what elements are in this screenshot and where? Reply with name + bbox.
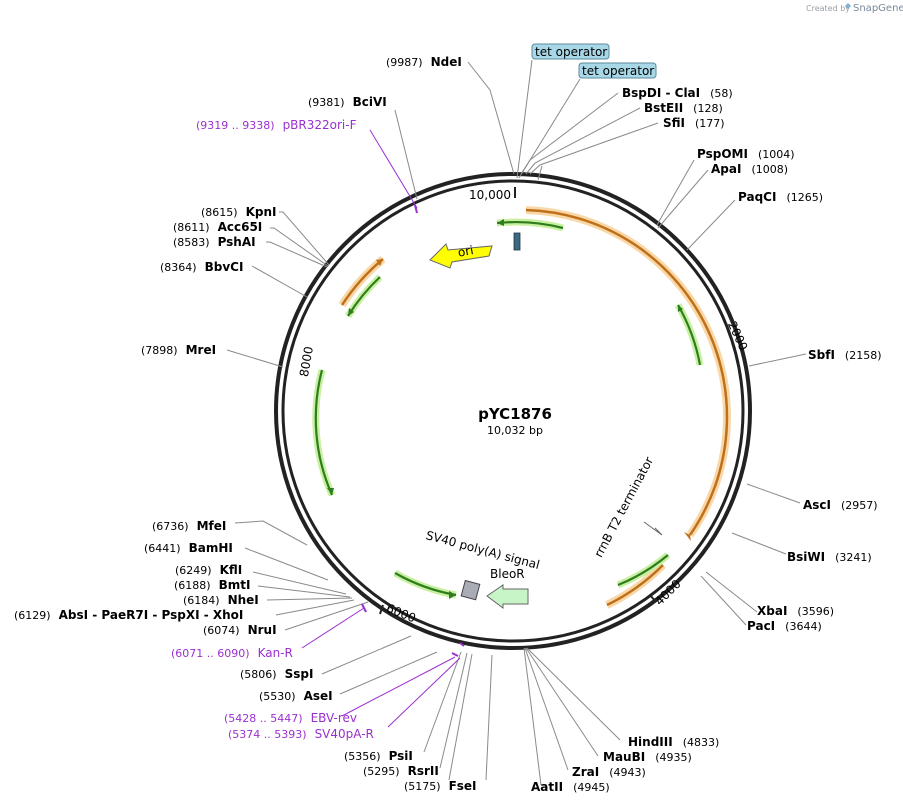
feature-green-top-arrowhead — [497, 219, 504, 226]
site-pshai[interactable]: (8583)PshAI — [173, 235, 256, 249]
created-by-text: Created by — [806, 4, 850, 13]
site-psii[interactable]: (5356)PsiI — [344, 749, 413, 763]
site-sbfi[interactable]: SbfI(2158) — [808, 348, 882, 362]
feature-green-lowright-arc[interactable] — [617, 554, 669, 587]
operator-1-leader — [516, 59, 533, 179]
feature-orange-large-arc[interactable] — [525, 208, 729, 536]
bleor-arrow — [486, 584, 529, 609]
feature-green-left-arc[interactable] — [314, 369, 334, 496]
operator-2-label: tet operator — [582, 64, 654, 78]
bleor-label: BleoR — [490, 567, 525, 581]
operator-1-label: tet operator — [535, 45, 607, 59]
site-zrai[interactable]: ZraI(4943) — [572, 765, 646, 779]
site-bamhi[interactable]: (6441)BamHI — [144, 541, 233, 555]
operator-1[interactable]: tet operator — [531, 43, 610, 60]
site-asei[interactable]: (5530)AseI — [259, 689, 333, 703]
site-nrui[interactable]: (6074)NruI — [203, 623, 277, 637]
feature-green-bottom-glow — [393, 569, 457, 599]
feature-green-upleft-arrowhead — [348, 308, 354, 316]
site-kpni[interactable]: (8615)KpnI — [201, 205, 276, 219]
rrnb-terminator-label: rrnB T2 terminator — [591, 454, 656, 559]
site-hindiii[interactable]: HindIII(4833) — [628, 735, 719, 749]
site-bsiwi[interactable]: BsiWI(3241) — [787, 550, 872, 564]
site-aatii[interactable]: AatII(4945) — [531, 780, 610, 794]
site-xbai[interactable]: XbaI(3596) — [757, 604, 834, 618]
backbone-inner-ring — [281, 179, 745, 643]
feature-bleor[interactable]: BleoR — [486, 567, 529, 609]
site-paci[interactable]: PacI(3644) — [747, 619, 822, 633]
tick-label-2000: 2000 — [725, 319, 751, 353]
site-asci[interactable]: AscI(2957) — [803, 498, 878, 512]
primer-kan-r[interactable]: (6071 .. 6090)Kan-R — [171, 646, 293, 660]
plasmid-name: pYC1876 — [478, 405, 552, 423]
site-bsteii[interactable]: BstEII(128) — [644, 101, 723, 115]
site-bspdi-clai[interactable]: BspDI - ClaI(58) — [622, 86, 733, 100]
sv40-polya-label: SV40 poly(A) signal — [424, 528, 541, 572]
primer-leaders — [301, 129, 465, 728]
site-pspomi[interactable]: PspOMI(1004) — [697, 147, 795, 161]
site-acc65i[interactable]: (8611)Acc65I — [173, 220, 262, 234]
site-paqci[interactable]: PaqCI(1265) — [738, 190, 823, 204]
site-ndei[interactable]: (9987)NdeI — [386, 55, 462, 69]
site-bbvci[interactable]: (8364)BbvCI — [160, 260, 243, 274]
tick-mark-4000 — [649, 594, 657, 603]
snapgene-brand: SnapGene — [853, 3, 903, 14]
site-mfei[interactable]: (6736)MfeI — [152, 519, 226, 533]
site-maubi[interactable]: MauBI(4935) — [603, 750, 692, 764]
feature-green-left-arrowhead — [327, 488, 334, 495]
site-rsrii[interactable]: (5295)RsrII — [363, 764, 439, 778]
restriction-leaders — [226, 61, 807, 786]
site-bcivi[interactable]: (9381)BciVI — [308, 95, 387, 109]
snapgene-logo-icon — [845, 3, 851, 9]
feature-orange-small-arc[interactable] — [606, 564, 664, 607]
feature-rrnb-t2-terminator[interactable]: rrnB T2 terminator — [591, 454, 663, 560]
site-kfli[interactable]: (6249)KflI — [175, 563, 242, 577]
sv40-polya-box — [460, 579, 481, 601]
primer-pbr322ori-f[interactable]: (9319 .. 9338)pBR322ori-F — [196, 118, 357, 132]
site-sspi[interactable]: (5806)SspI — [240, 667, 313, 681]
tick-label-10000: 10,000 — [469, 188, 511, 202]
feature-green-right-arrowhead — [678, 305, 683, 312]
operator-2[interactable]: tet operator — [578, 62, 657, 79]
feature-ori[interactable]: ori — [429, 243, 493, 269]
backbone-outer-ring — [274, 172, 752, 650]
site-fsei[interactable]: (5175)FseI — [404, 779, 477, 793]
feature-orange-large-arrowhead — [684, 532, 691, 541]
feature-small-box-top[interactable] — [513, 232, 521, 251]
feature-green-bottom-arrowhead — [449, 591, 456, 599]
primer-sv40pa-r[interactable]: (5374 .. 5393)SV40pA-R — [228, 727, 374, 741]
site-absi-xhoi[interactable]: (6129)AbsI - PaeR7I - PspXI - XhoI — [14, 608, 243, 622]
site-apai[interactable]: ApaI(1008) — [711, 162, 788, 176]
site-sfii[interactable]: SfiI(177) — [663, 116, 725, 130]
tick-mark-6000 — [379, 604, 384, 615]
site-mrei[interactable]: (7898)MreI — [141, 343, 216, 357]
site-bmti[interactable]: (6188)BmtI — [174, 578, 250, 592]
ori-label: ori — [457, 243, 475, 259]
plasmid-length: 10,032 bp — [487, 424, 543, 437]
tick-label-8000: 8000 — [297, 345, 316, 378]
primer-ebv-rev[interactable]: (5428 .. 5447)EBV-rev — [224, 711, 357, 725]
feature-orange-left-arrowhead — [376, 259, 383, 266]
site-nhei[interactable]: (6184)NheI — [183, 593, 259, 607]
